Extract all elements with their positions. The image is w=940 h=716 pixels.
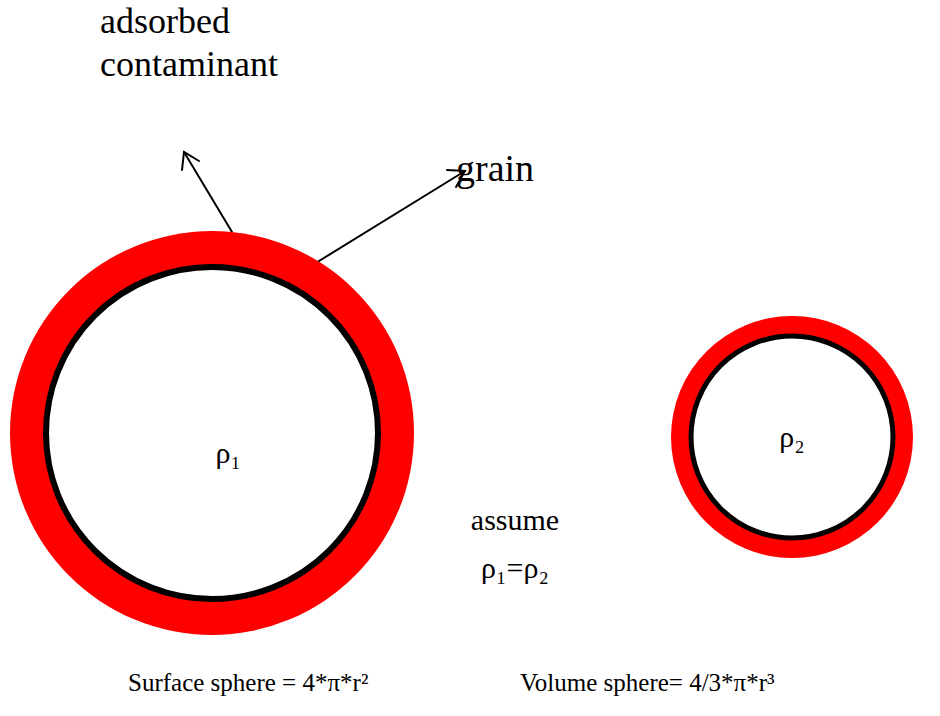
grain-outline (9, 230, 415, 636)
formula-text: Volume sphere= 4/3*π*r³ (520, 668, 920, 698)
adsorbed-layer (10, 231, 414, 635)
density-symbol: ρ₂ (779, 420, 804, 454)
annotation-label: assume ρ₁=ρ₂ (455, 496, 575, 592)
leader-line (184, 152, 232, 232)
arrow-head (182, 152, 199, 170)
density-symbol: ρ₁ (216, 436, 241, 470)
formula-text: Surface sphere = 4*π*r² (128, 668, 508, 698)
annotation-label: adsorbed contaminant (100, 0, 340, 86)
grain-core (691, 336, 893, 538)
adsorbed-layer (671, 316, 913, 558)
annotation-label: grain (456, 146, 586, 192)
grain-circle: ρ₁ (9, 230, 415, 636)
grain-core (46, 267, 378, 599)
grain-circle: ρ₂ (670, 315, 914, 559)
